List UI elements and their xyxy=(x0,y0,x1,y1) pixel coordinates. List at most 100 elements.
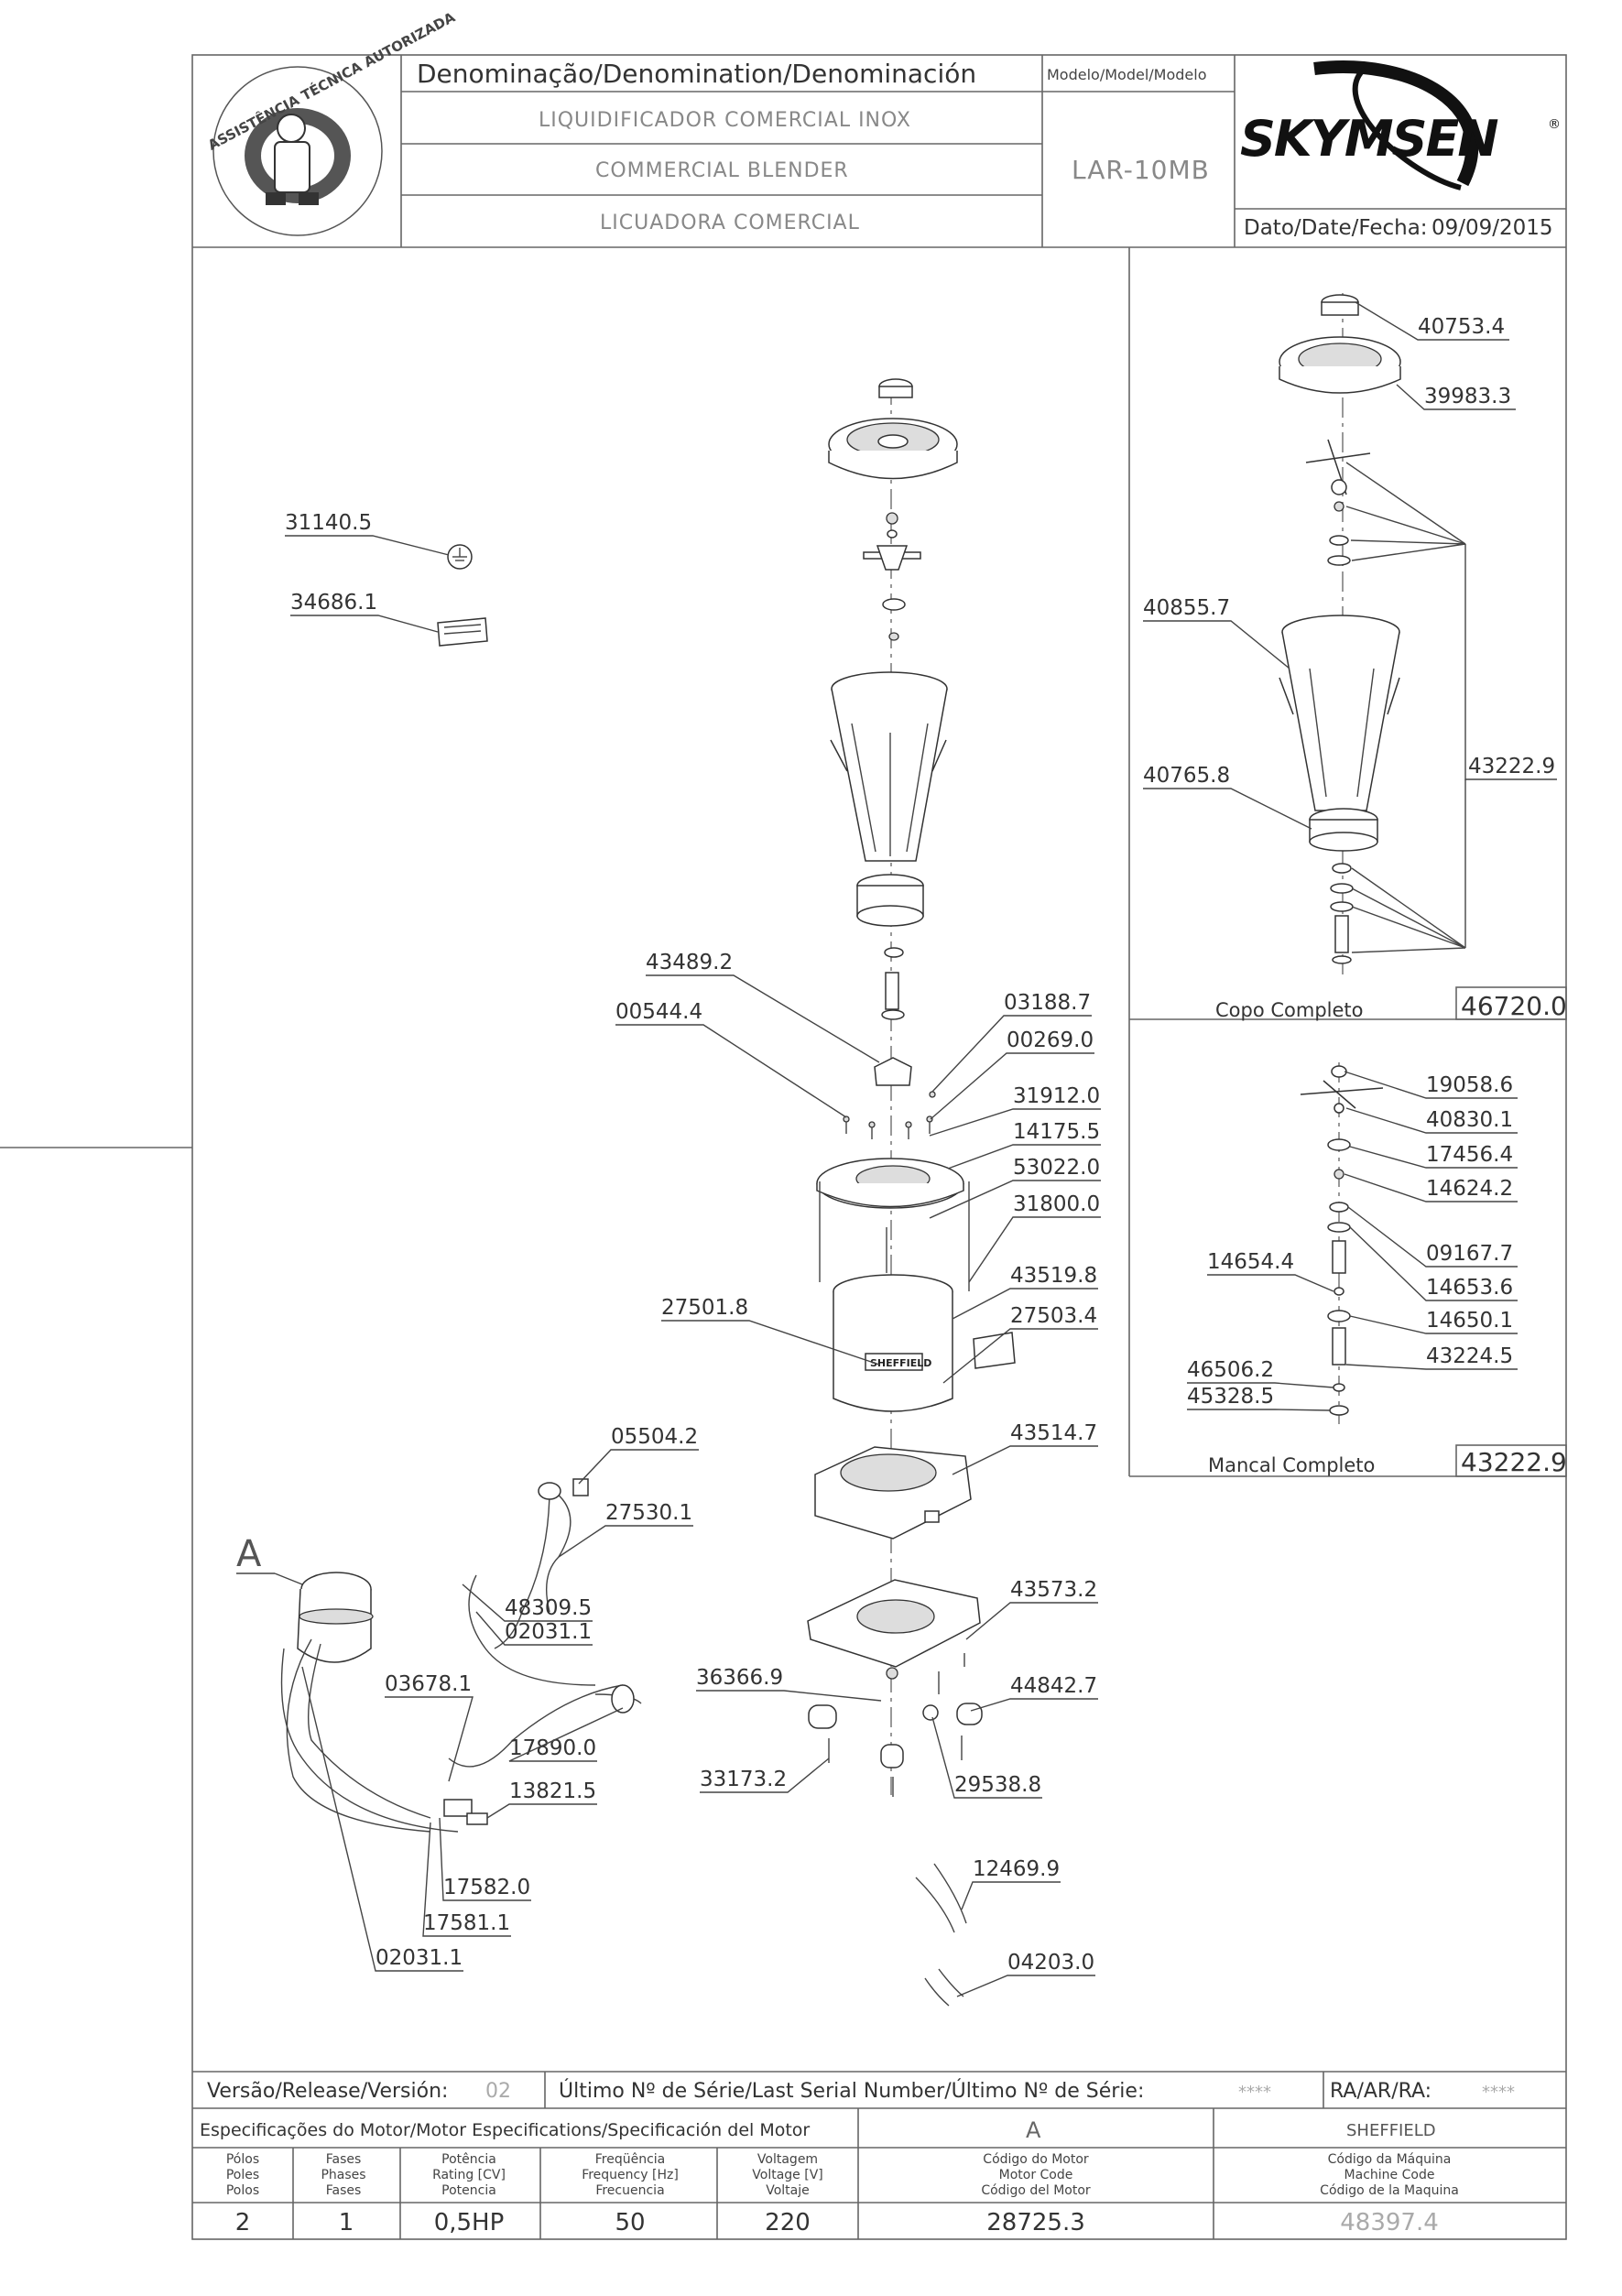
product-name-es: LICUADORA COMERCIAL xyxy=(600,212,860,234)
callout-39983-3-text: 39983.3 xyxy=(1424,385,1511,408)
callout-43222-9-copo-text: 43222.9 xyxy=(1468,755,1555,778)
callout-05504-2: 05504.2 xyxy=(578,1425,699,1485)
svg-text:SHEFFIELD: SHEFFIELD xyxy=(870,1357,931,1369)
date-value: 09/09/2015 xyxy=(1431,216,1553,240)
callout-46506-2: 46506.2 xyxy=(1187,1358,1334,1388)
callout-39983-3: 39983.3 xyxy=(1396,384,1516,410)
callout-43519-8: 43519.8 xyxy=(952,1264,1098,1320)
callout-43489-2: 43489.2 xyxy=(646,951,880,1063)
power-value: 0,5HP xyxy=(434,2209,505,2236)
label-text: Frequency [Hz] xyxy=(582,2168,679,2182)
callout-13821-5: 13821.5 xyxy=(486,1779,597,1819)
callout-29538-8: 29538.8 xyxy=(931,1716,1042,1799)
label-text: Frecuencia xyxy=(595,2183,664,2198)
label-text: Rating [CV] xyxy=(432,2168,506,2182)
callout-02031-1-b-text: 02031.1 xyxy=(376,1946,463,1970)
callout-53022-0-text: 53022.0 xyxy=(1013,1156,1100,1180)
callout-53022-0: 53022.0 xyxy=(929,1156,1101,1219)
callout-02031-1-b: 02031.1 xyxy=(301,1666,463,1972)
view-a-label: A xyxy=(236,1533,262,1575)
brand-logo: SKYMSEN ® xyxy=(1240,60,1561,190)
callout-31140-5-text: 31140.5 xyxy=(285,511,372,535)
callout-00269-0: 00269.0 xyxy=(930,1028,1094,1120)
label-text: Freqüência xyxy=(595,2152,666,2167)
callout-09167-7-text: 09167.7 xyxy=(1426,1242,1513,1266)
callout-17581-1: 17581.1 xyxy=(422,1822,511,1937)
callout-40830-1: 40830.1 xyxy=(1345,1107,1518,1134)
label-text: Código de la Maquina xyxy=(1320,2183,1459,2198)
callout-31912-0-text: 31912.0 xyxy=(1013,1084,1100,1108)
callout-40753-4-text: 40753.4 xyxy=(1418,315,1505,339)
copo-completo-panel: 40753.4 39983.3 40855.7 40765.8 43222.9 … xyxy=(1143,293,1567,1021)
callout-14653-6-text: 14653.6 xyxy=(1426,1276,1513,1300)
callout-31140-5: 31140.5 xyxy=(285,511,450,556)
label-text: Fases xyxy=(326,2183,362,2198)
motor-code-value: 28725.3 xyxy=(986,2209,1085,2236)
callout-31912-0: 31912.0 xyxy=(929,1084,1101,1137)
callout-19058-6: 19058.6 xyxy=(1344,1071,1518,1099)
callout-44842-7: 44842.7 xyxy=(970,1674,1098,1712)
product-name-en: COMMERCIAL BLENDER xyxy=(595,159,849,182)
callout-03678-1: 03678.1 xyxy=(385,1672,474,1782)
callout-03188-7: 03188.7 xyxy=(931,991,1092,1093)
motor-variant: A xyxy=(1026,2117,1041,2143)
callout-31800-0-text: 31800.0 xyxy=(1013,1192,1100,1216)
callout-14653-6: 14653.6 xyxy=(1349,1226,1518,1301)
label-text: Machine Code xyxy=(1344,2168,1435,2182)
callout-43222-9-copo: 43222.9 xyxy=(1345,462,1557,953)
callout-43573-2: 43573.2 xyxy=(965,1578,1098,1640)
phases-value: 1 xyxy=(339,2209,354,2236)
callout-09167-7: 09167.7 xyxy=(1347,1206,1518,1268)
callout-36366-9-text: 36366.9 xyxy=(696,1666,783,1690)
callout-14624-2: 14624.2 xyxy=(1344,1173,1518,1202)
callout-43224-5: 43224.5 xyxy=(1345,1344,1518,1370)
serial-value: **** xyxy=(1238,2083,1271,2102)
callout-27501-8: 27501.8 xyxy=(661,1296,880,1366)
callout-36366-9: 36366.9 xyxy=(696,1666,882,1702)
label-text: Fases xyxy=(326,2152,362,2167)
main-callouts: 31140.5 34686.1 43489.2 00544.4 03188.7 … xyxy=(236,511,1101,1997)
callout-48309-5: 48309.5 xyxy=(462,1583,593,1622)
callout-45328-5-text: 45328.5 xyxy=(1187,1385,1274,1409)
callout-27503-4: 27503.4 xyxy=(942,1304,1098,1384)
callout-17890-0: 17890.0 xyxy=(508,1707,624,1762)
label-text: Motor Code xyxy=(999,2168,1073,2182)
label-text: Voltage [V] xyxy=(752,2168,822,2182)
service-badge: ASSISTÊNCIA TÉCNICA AUTORIZADA xyxy=(205,8,458,236)
serial-label: Último Nº de Série/Last Serial Number/Úl… xyxy=(559,2079,1144,2103)
callout-43489-2-text: 43489.2 xyxy=(646,951,733,974)
callout-14650-1: 14650.1 xyxy=(1349,1309,1518,1334)
ra-value: **** xyxy=(1482,2083,1515,2102)
callout-00544-4: 00544.4 xyxy=(615,1000,847,1118)
label-text: Polos xyxy=(226,2183,259,2198)
callout-00269-0-text: 00269.0 xyxy=(1007,1028,1094,1052)
label-text: Phases xyxy=(321,2168,365,2182)
label-text: Pólos xyxy=(226,2152,259,2167)
callout-14175-5-text: 14175.5 xyxy=(1013,1120,1100,1144)
callout-27503-4-text: 27503.4 xyxy=(1010,1304,1097,1328)
motor-spec-label: Especificações do Motor/Motor Especifica… xyxy=(200,2120,810,2140)
callout-27530-1-text: 27530.1 xyxy=(605,1501,692,1525)
callout-48309-5-text: 48309.5 xyxy=(505,1596,592,1620)
callout-40765-8: 40765.8 xyxy=(1143,764,1312,830)
callout-12469-9: 12469.9 xyxy=(961,1857,1061,1910)
copo-title: Copo Completo xyxy=(1215,999,1364,1021)
callout-31800-0: 31800.0 xyxy=(968,1192,1101,1283)
label-text: Voltagem xyxy=(757,2152,818,2167)
callout-14624-2-text: 14624.2 xyxy=(1426,1177,1513,1201)
label-text: Poles xyxy=(226,2168,259,2182)
release-value: 02 xyxy=(485,2080,511,2103)
brand-mark: ® xyxy=(1548,117,1561,132)
callout-33173-2-text: 33173.2 xyxy=(700,1768,787,1791)
callout-40753-4: 40753.4 xyxy=(1355,301,1509,341)
brand-name: SKYMSEN xyxy=(1240,110,1498,168)
callout-43514-7: 43514.7 xyxy=(952,1421,1098,1475)
callout-45328-5: 45328.5 xyxy=(1187,1385,1331,1411)
denomination-label: Denominação/Denomination/Denominación xyxy=(417,59,976,89)
model-value: LAR-10MB xyxy=(1072,155,1210,185)
callout-40855-7-text: 40855.7 xyxy=(1143,596,1230,620)
callout-43519-8-text: 43519.8 xyxy=(1010,1264,1097,1288)
poles-value: 2 xyxy=(235,2209,251,2236)
footer-table: Versão/Release/Versión: 02 Último Nº de … xyxy=(200,2079,1515,2236)
model-label: Modelo/Model/Modelo xyxy=(1047,66,1206,83)
